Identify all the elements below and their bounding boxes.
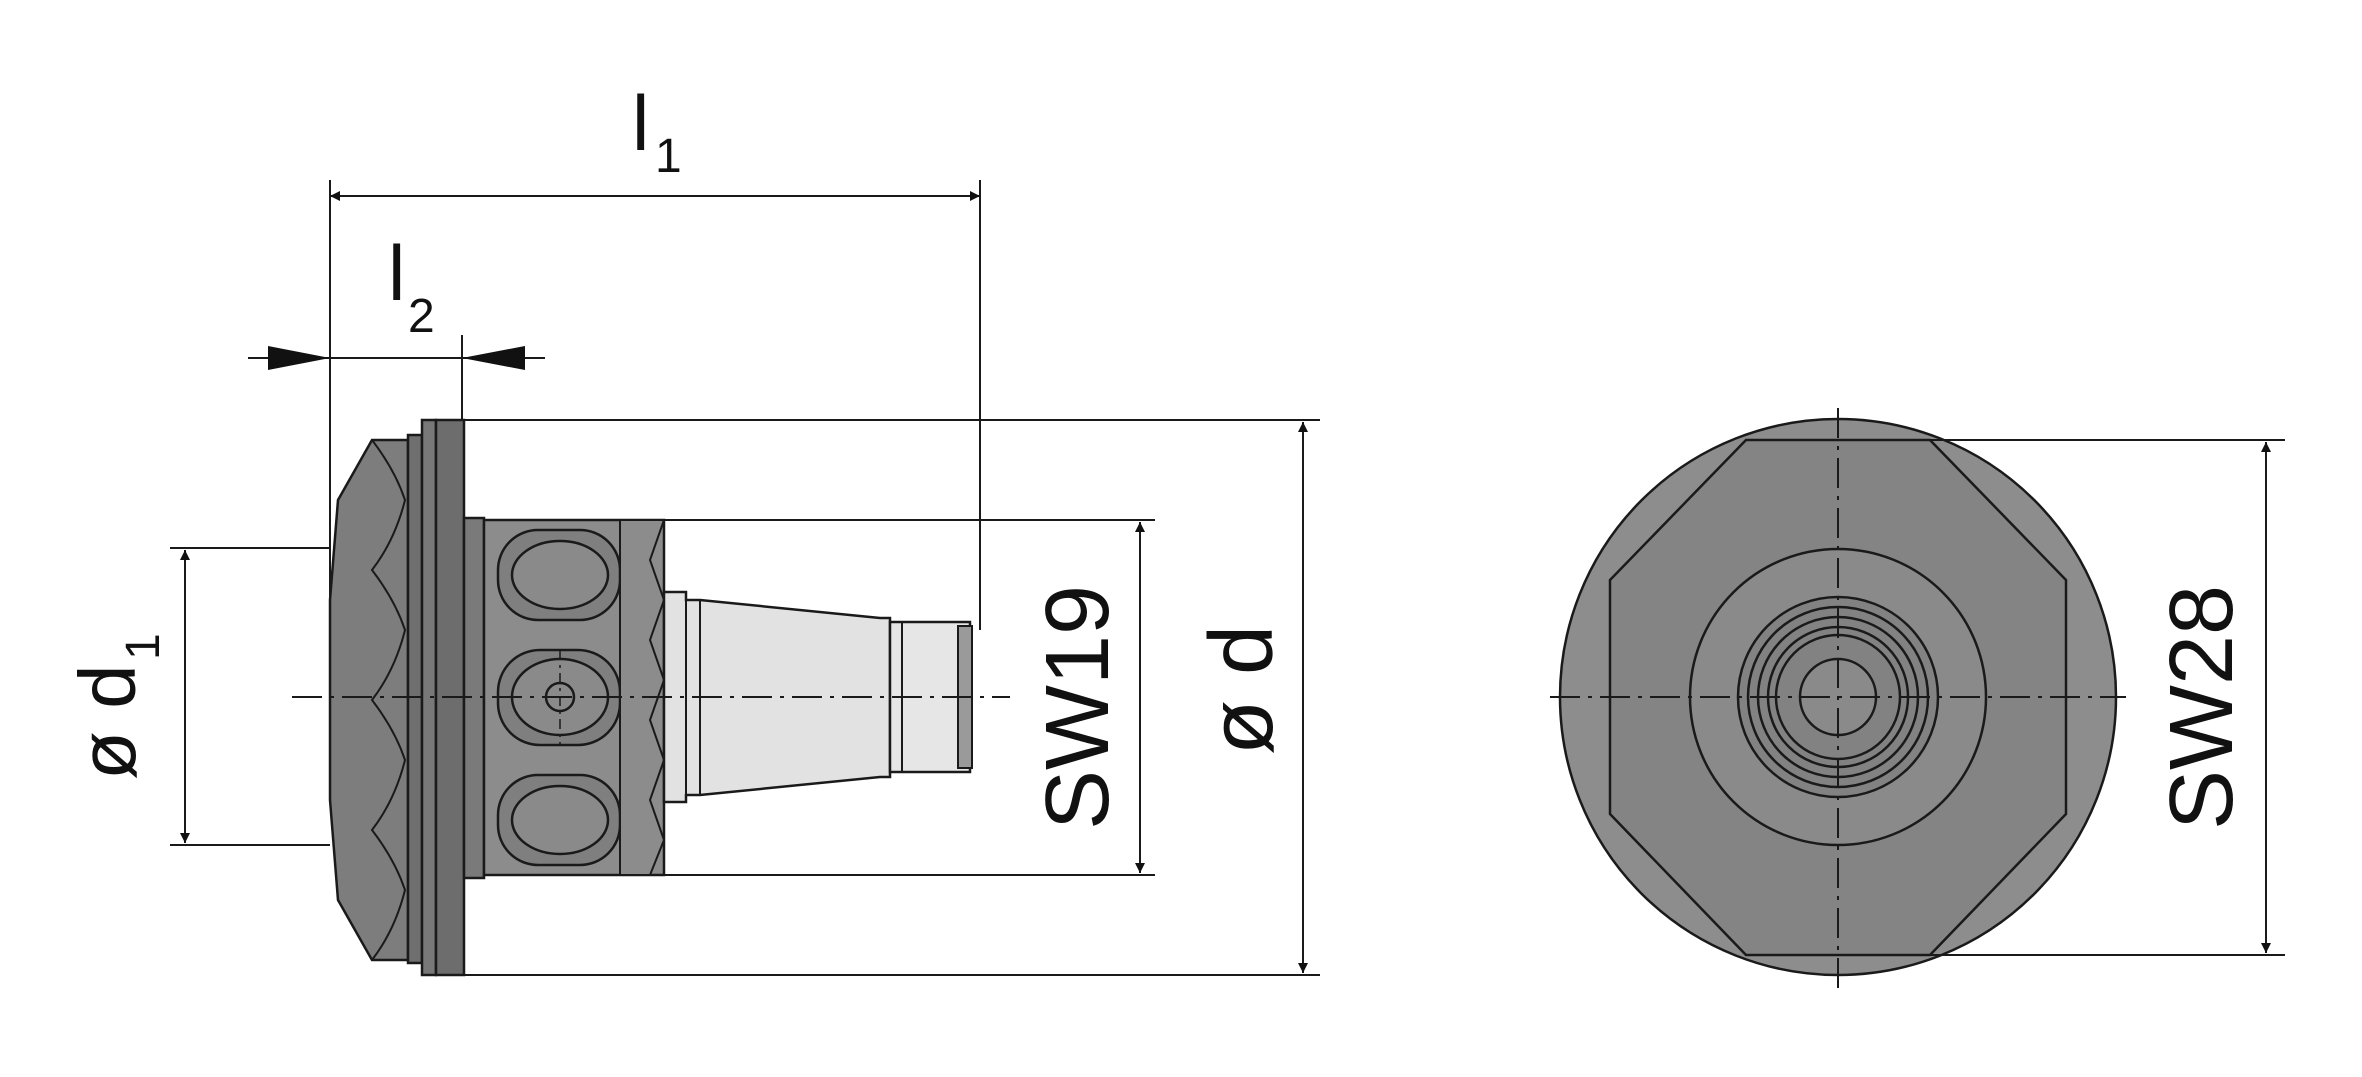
front-flange-scallops	[370, 439, 407, 961]
front-flange	[328, 438, 410, 962]
front-dimensions	[1930, 439, 2285, 956]
label-l1-sub: 1	[655, 130, 682, 183]
label-l2: l	[388, 229, 405, 317]
ring-flange-1	[406, 433, 424, 965]
side-dimensions	[170, 180, 1320, 976]
label-sw28: SW28	[2152, 585, 2252, 830]
label-l1: l	[632, 79, 649, 167]
label-l2-sub: 2	[408, 290, 435, 343]
front-view	[1550, 408, 2126, 988]
side-view	[292, 418, 1010, 977]
label-d1-sub: 1	[117, 633, 170, 660]
label-d1: ø d	[63, 664, 152, 780]
label-sw19: SW19	[1028, 585, 1128, 830]
side-labels: l 1 l 2 ø d 1 SW19 ø d	[63, 79, 1292, 830]
label-d: ø d	[1192, 625, 1292, 755]
